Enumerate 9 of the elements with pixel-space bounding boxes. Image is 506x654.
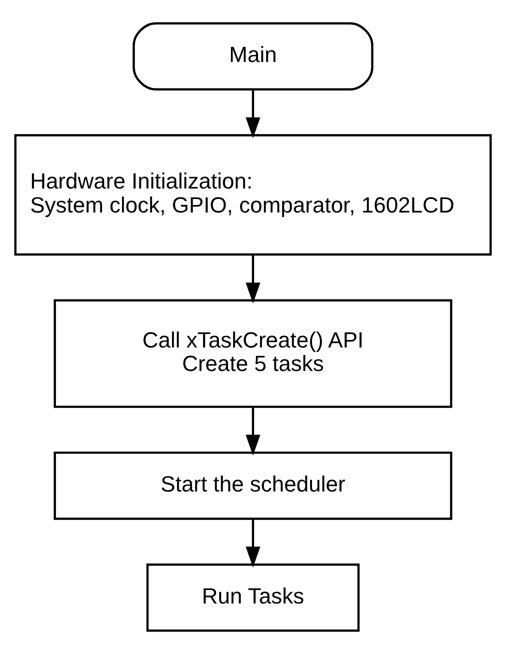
node-box: Hardware Initialization: System clock, GPIO, comparator, 1602LCD: [14, 134, 492, 256]
arrow: [246, 255, 260, 304]
arrow: [246, 406, 260, 456]
arrow: [246, 518, 260, 568]
node-box: Run Tasks: [146, 564, 360, 632]
node-box: Call xTaskCreate() API Create 5 tasks: [54, 299, 452, 408]
node-box: Main: [132, 22, 374, 90]
node-box: Start the scheduler: [54, 452, 452, 520]
arrow: [246, 89, 260, 138]
